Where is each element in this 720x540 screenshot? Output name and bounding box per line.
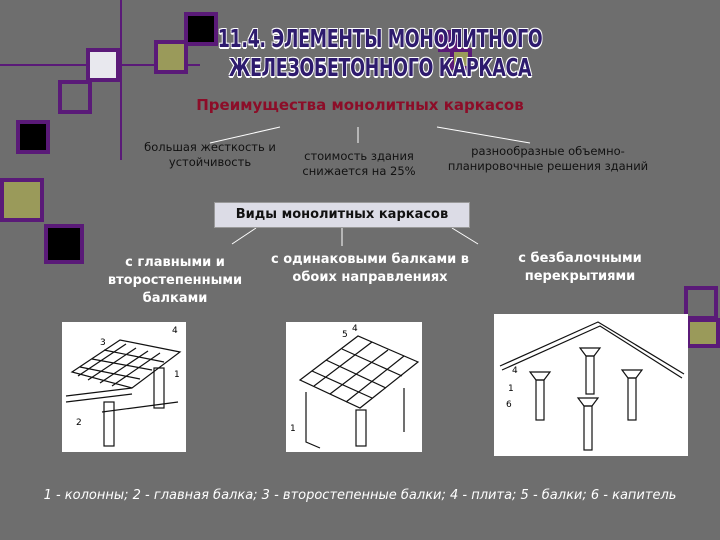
deco-square [438, 30, 460, 52]
figure-main-secondary-beams: 3 4 1 2 [62, 322, 186, 452]
deco-square [686, 318, 720, 348]
deco-square [86, 48, 120, 82]
advantage-cost: стоимость здания снижается на 25% [302, 149, 416, 178]
legend-caption: 1 - колонны; 2 - главная балка; 3 - втор… [43, 488, 677, 503]
figure-label: 2 [76, 418, 82, 428]
type-beamless: с безбалочными перекрытиями [518, 251, 642, 284]
types-heading: Виды монолитных каркасов [214, 202, 470, 228]
deco-square [450, 48, 472, 70]
figure-beamless: 4 1 6 [494, 314, 688, 456]
deco-square [0, 178, 44, 222]
figure-label: 5 [342, 330, 348, 340]
figure-label: 3 [100, 338, 106, 348]
page-title: 11.4. ЭЛЕМЕНТЫ МОНОЛИТНОГО ЖЕЛЕЗОБЕТОННО… [217, 24, 543, 82]
figure-equal-beams: 5 4 1 [286, 322, 422, 452]
deco-square [58, 80, 92, 114]
deco-square [44, 224, 84, 264]
figure-label: 6 [506, 400, 512, 410]
advantage-rigidity: большая жесткость и устойчивость [144, 140, 276, 169]
type-equal-beams: с одинаковыми балками в обоих направлени… [271, 252, 469, 285]
deco-line-vertical [120, 0, 122, 160]
figure-label: 4 [352, 324, 358, 334]
deco-square [184, 12, 218, 46]
figure-label: 4 [172, 326, 178, 336]
figure-label: 1 [508, 384, 514, 394]
figure-label: 1 [174, 370, 180, 380]
deco-square [16, 120, 50, 154]
type-main-secondary-beams: с главными и второстепенными балками [107, 255, 243, 306]
deco-square [154, 40, 188, 74]
advantage-planning: разнообразные объемно-планировочные реше… [447, 144, 649, 173]
advantages-heading: Преимущества монолитных каркасов [196, 96, 524, 114]
figure-label: 1 [290, 424, 296, 434]
figure-label: 4 [512, 366, 518, 376]
